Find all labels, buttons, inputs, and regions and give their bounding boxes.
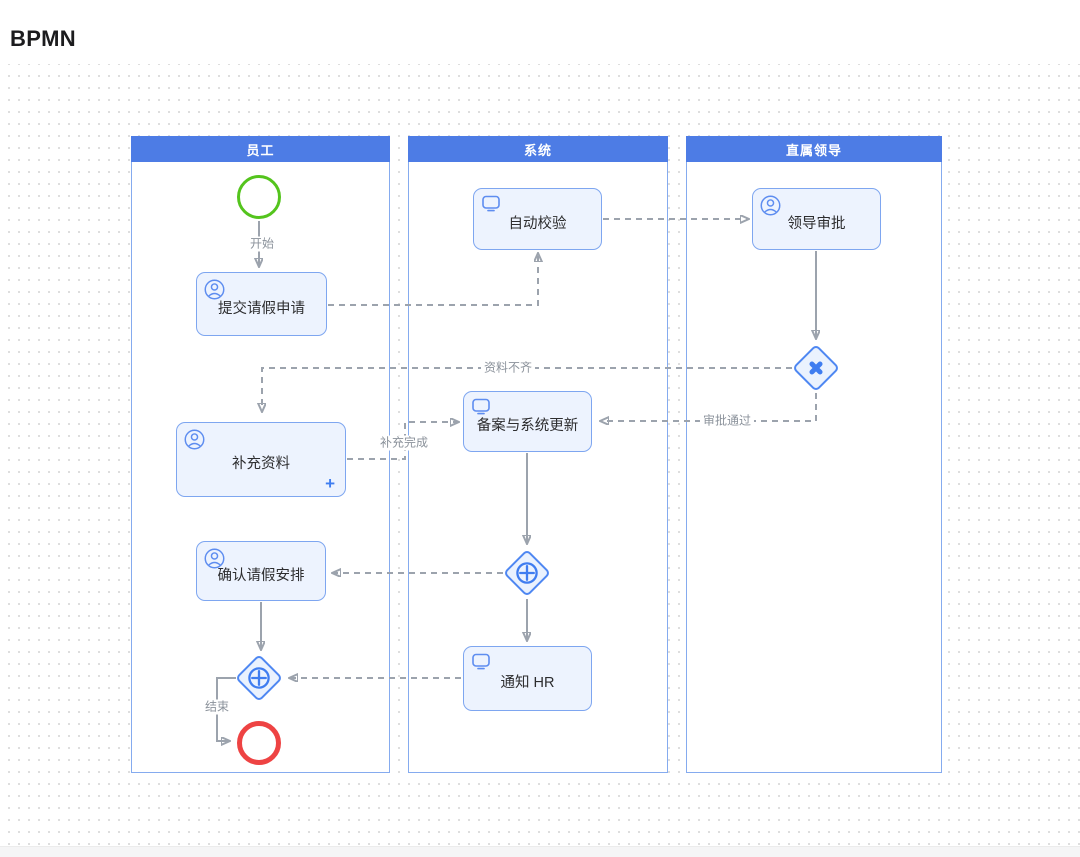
edge-label-end: 结束 (201, 699, 233, 715)
exclusive-gateway[interactable] (791, 343, 841, 393)
lane-leader[interactable]: 直属领导 (686, 136, 942, 773)
lane-header-leader[interactable]: 直属领导 (686, 136, 942, 162)
lane-header-system[interactable]: 系统 (408, 136, 668, 162)
edge-xgateway-to-record (601, 393, 817, 421)
task-label: 确认请假安排 (217, 567, 305, 584)
page-title: BPMN (10, 26, 76, 51)
task-auto-verify[interactable]: 自动校验 (473, 188, 602, 250)
monitor-icon (481, 195, 501, 212)
task-leader-approval[interactable]: 领导审批 (752, 188, 881, 250)
task-submit-leave-request[interactable]: 提交请假申请 (196, 272, 327, 336)
task-record-and-update[interactable]: 备案与系统更新 (463, 391, 592, 452)
circle-plus-icon (247, 666, 271, 690)
end-event[interactable] (237, 721, 281, 765)
parallel-event-gateway-end[interactable] (234, 653, 284, 703)
edge-label-start: 开始 (246, 236, 278, 252)
task-label: 自动校验 (508, 215, 567, 232)
monitor-icon (471, 398, 491, 415)
edge-supplement-to-record (347, 422, 458, 460)
task-label: 领导审批 (787, 215, 846, 232)
task-label: 备案与系统更新 (476, 418, 579, 434)
task-label: 提交请假申请 (218, 300, 305, 317)
monitor-icon (471, 653, 491, 670)
start-event[interactable] (237, 175, 281, 219)
user-icon (204, 548, 225, 569)
user-icon (204, 279, 225, 300)
plus-marker-icon: + (325, 474, 335, 493)
circle-plus-icon (515, 561, 539, 585)
task-confirm-leave-plan[interactable]: 确认请假安排 (196, 541, 326, 601)
user-icon (184, 429, 205, 450)
task-label: 补充资料 (232, 456, 290, 472)
edge-label-materials-incomplete: 资料不齐 (480, 360, 536, 376)
x-icon (807, 359, 825, 377)
task-label: 通知 HR (500, 675, 555, 691)
bottom-strip (0, 846, 1080, 857)
edge-submit-to-autocheck (328, 254, 538, 306)
task-supplement-materials[interactable]: 补充资料 + (176, 422, 346, 497)
edge-label-supplement-done: 补充完成 (376, 435, 432, 451)
edge-label-approved: 审批通过 (699, 413, 755, 429)
task-notify-hr[interactable]: 通知 HR (463, 646, 592, 711)
edge-xgateway-to-supplement (262, 367, 792, 411)
lane-header-employee[interactable]: 员工 (131, 136, 390, 162)
parallel-event-gateway[interactable] (502, 548, 552, 598)
user-icon (760, 195, 781, 216)
lane-body-leader (686, 162, 942, 773)
